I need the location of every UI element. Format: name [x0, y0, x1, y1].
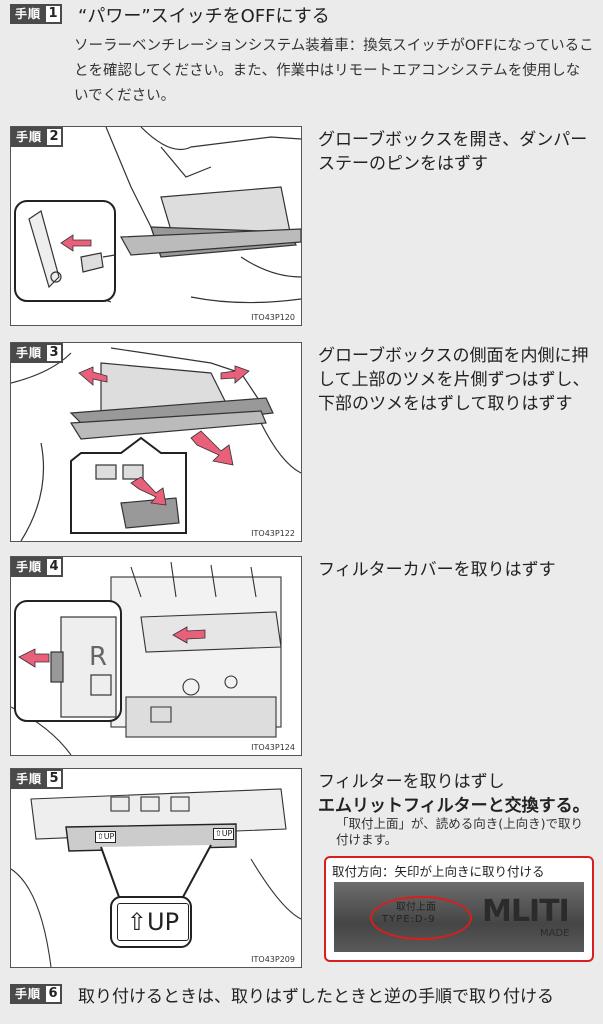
figure-code: ITO43P122	[251, 529, 295, 538]
filter-up-label-left: ⇧UP	[95, 831, 117, 843]
filter-cover-illustration: R	[11, 561, 282, 755]
step4-instruction: フィルターカバーを取りはずす	[318, 560, 556, 580]
arrow-icon	[172, 626, 206, 644]
step-label: 手順	[10, 984, 47, 1004]
filter-up-label-right: ⇧UP	[213, 828, 235, 840]
step2-instruction: グローブボックスを開き、ダンパーステーのピンをはずす	[318, 130, 588, 174]
filter-replace-illustration	[11, 788, 301, 967]
step5-note: 「取付上面」が、読める向き(上向き)で取り付けます。	[336, 816, 584, 847]
arrow-icon	[220, 365, 250, 384]
photo-label-type: TYPE:D-9	[382, 914, 436, 925]
step-number: 4	[47, 557, 64, 577]
arrow-icon	[18, 648, 50, 668]
step5-instruction: フィルターを取りはずし エムリットフィルターと交換する。	[318, 770, 593, 818]
step6-badge: 手順 6	[10, 984, 63, 1004]
step4-figure: 手順 4 R ITO43P124	[10, 556, 302, 756]
step4-badge: 手順 4	[11, 557, 64, 577]
step5-line2: エムリットフィルターと交換する。	[318, 796, 590, 816]
arrow-icon	[130, 476, 167, 506]
step2-badge: 手順 2	[11, 127, 64, 147]
step-label: 手順	[11, 343, 48, 363]
figure-code: ITO43P209	[251, 955, 295, 964]
figure-code: ITO43P124	[251, 743, 295, 752]
glovebox-open-illustration	[14, 127, 301, 304]
step-number: 2	[47, 127, 64, 147]
step5-line1: フィルターを取りはずし	[318, 772, 505, 792]
step1-description: ソーラーベンチレーションシステム装着車：換気スイッチがOFFになっていることを確…	[74, 38, 594, 104]
filter-up-label-large: ⇧UP	[117, 903, 189, 941]
step2-figure: 手順 2 ITO43P120	[10, 126, 302, 326]
highlight-circle	[370, 896, 472, 940]
svg-text:R: R	[89, 642, 107, 672]
glovebox-removal-illustration	[11, 347, 301, 541]
step3-instruction: グローブボックスの側面を内側に押して上部のツメを片側ずつはずし、下部のツメをはず…	[318, 346, 590, 414]
step-number: 3	[47, 343, 64, 363]
step-label: 手順	[10, 4, 47, 24]
step3-badge: 手順 3	[11, 343, 64, 363]
photo-caption: 取付方向：矢印が上向きに取り付ける	[332, 864, 545, 879]
step5-badge: 手順 5	[11, 769, 64, 789]
step-number: 1	[46, 4, 63, 24]
step-label: 手順	[11, 127, 48, 147]
step1-title: “パワー”スイッチをOFFにする	[78, 6, 330, 27]
step6-title: 取り付けるときは、取りはずしたときと逆の手順で取り付ける	[78, 987, 554, 1007]
step3-figure: 手順 3 ITO43P122	[10, 342, 302, 542]
photo-made-text: MADE	[540, 928, 570, 939]
arrow-icon	[78, 366, 108, 386]
step-number: 6	[46, 984, 63, 1004]
photo-label-top-face: 取付上面	[396, 902, 436, 913]
photo-brand-text: MLITI	[482, 894, 570, 929]
step-number: 5	[47, 769, 64, 789]
step-label: 手順	[11, 769, 48, 789]
arrow-icon	[190, 430, 234, 466]
step5-figure: 手順 5 ⇧UP ⇧UP ⇧UP ITO43P209	[10, 768, 302, 968]
figure-code: ITO43P120	[251, 313, 295, 322]
filter-photo: 取付方向：矢印が上向きに取り付ける 取付上面 TYPE:D-9 MLITI MA…	[324, 856, 594, 962]
arrow-icon	[60, 234, 92, 252]
step1-badge: 手順 1	[10, 4, 63, 24]
step-label: 手順	[11, 557, 48, 577]
